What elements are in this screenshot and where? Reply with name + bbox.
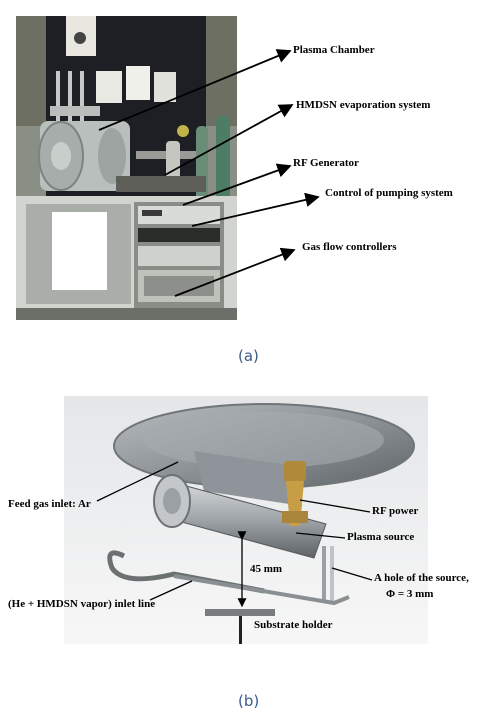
photo-plasma-chamber-setup (16, 16, 237, 320)
label-substrate-holder: Substrate holder (254, 619, 333, 631)
label-gas-flow: Gas flow controllers (302, 241, 397, 253)
photo-a-illustration (16, 16, 237, 320)
label-inlet-line: (He + HMDSN vapor) inlet line (8, 598, 156, 610)
arrow-hmdsn (164, 104, 294, 176)
leader-hole (331, 567, 373, 581)
label-pumping: Control of pumping system (325, 187, 453, 199)
arrow-rf-generator (182, 163, 292, 206)
label-hole-diameter: Φ = 3 mm (386, 588, 434, 600)
arrow-plasma-chamber (98, 49, 292, 131)
leader-inlet-line (149, 580, 193, 601)
caption-b: (b) (238, 692, 260, 710)
label-rf-generator: RF Generator (293, 157, 359, 169)
caption-a: (a) (238, 347, 259, 365)
label-plasma-chamber: Plasma Chamber (293, 44, 375, 56)
label-plasma-source: Plasma source (347, 531, 415, 543)
label-distance: 45 mm (250, 563, 283, 575)
arrow-pumping (191, 192, 320, 227)
arrow-gas-flow (174, 247, 296, 297)
label-feed-gas: Feed gas inlet: Ar (8, 498, 91, 510)
label-hole: A hole of the source, (374, 572, 469, 584)
leader-rf-power (299, 499, 371, 513)
label-hmdsn: HMDSN evaporation system (296, 99, 431, 111)
leader-plasma-source (295, 532, 346, 539)
label-rf-power: RF power (372, 505, 419, 517)
leader-feed-gas (96, 461, 179, 502)
